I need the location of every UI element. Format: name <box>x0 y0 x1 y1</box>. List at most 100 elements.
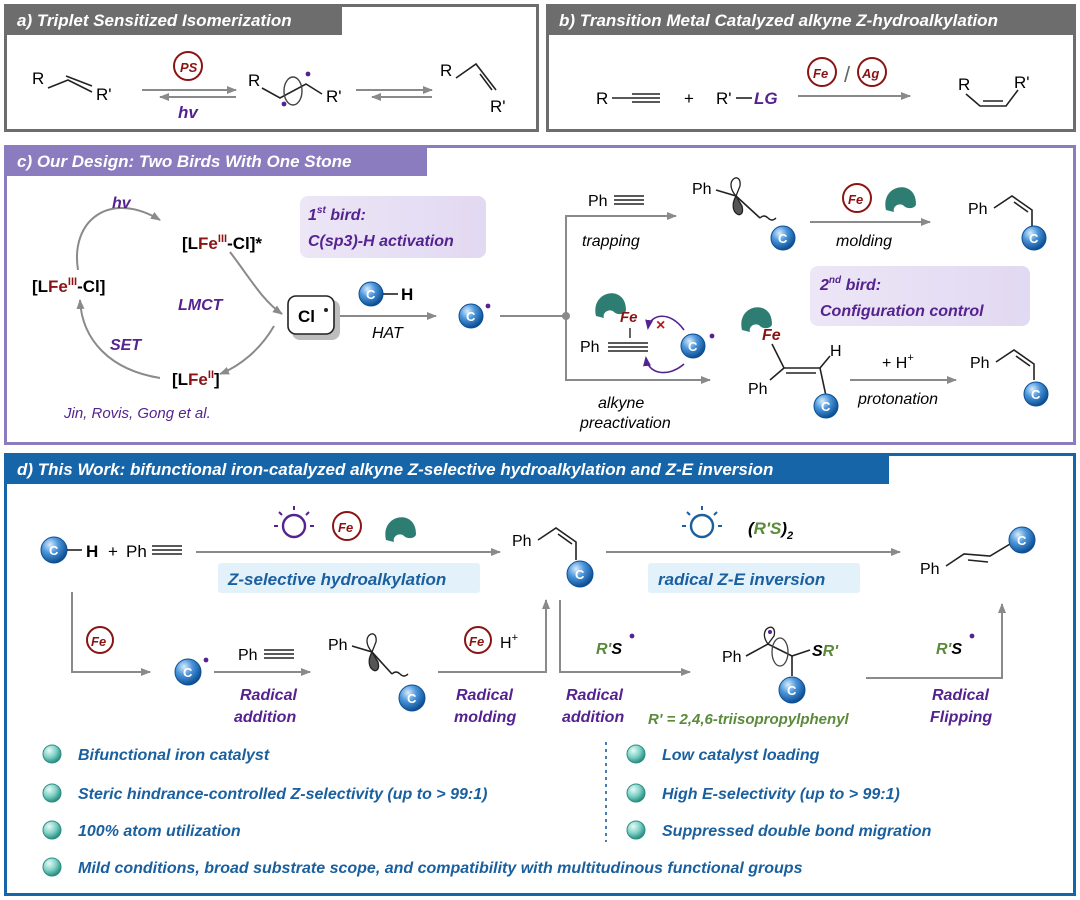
z-product-bond <box>537 527 577 560</box>
radical-flipping-label-2: Flipping <box>930 709 992 726</box>
panel-a-scheme: R R' PS hv R R' R R' <box>32 51 506 122</box>
panel-b-header: b) Transition Metal Catalyzed alkyne Z-h… <box>549 7 1073 35</box>
ball-c-label: C <box>1029 231 1039 246</box>
e-product-double <box>967 559 989 563</box>
panel-c-scheme: hv [LFeIII-Cl]* [LFeIII-Cl] LMCT SET [LF… <box>32 177 1049 432</box>
radical-dot <box>768 630 772 634</box>
preactivation-arrow <box>565 316 711 384</box>
ph-label: Ph <box>748 381 768 398</box>
z-product-double <box>1015 355 1031 367</box>
p-orbital-bottom <box>732 194 744 216</box>
radical-dot <box>485 303 491 309</box>
ball-c-label: C <box>1017 533 1027 548</box>
h-label: H <box>830 343 842 360</box>
svg-text:Fe: Fe <box>338 520 353 535</box>
lg-label: LG <box>754 89 778 108</box>
ligand-icon: L <box>385 517 416 547</box>
ligand-icon <box>595 293 626 318</box>
bullet-icon <box>626 744 646 764</box>
fe-label: Fe <box>620 309 638 326</box>
bird2-subtitle: Configuration control <box>820 303 984 320</box>
fe2-species: [LFeII] <box>172 369 220 389</box>
alkyl-group-ball <box>566 560 594 588</box>
radical-molding-label-1: Radical <box>456 687 513 704</box>
alkyl-group-ball <box>1023 381 1049 407</box>
rp-label-2: R' <box>326 87 342 106</box>
radical-dot <box>281 101 287 107</box>
rotation-icon <box>771 637 789 667</box>
ph-label: Ph <box>722 649 742 666</box>
bird2-box <box>810 266 1030 326</box>
fe-cycle-icon: Fe <box>842 183 872 213</box>
ligand-icon <box>741 307 772 332</box>
alkyl-radical-ball <box>680 333 706 359</box>
radical-addition-label-1: Radical <box>240 687 297 704</box>
thioether-bond <box>745 643 811 657</box>
vinyl-iron-bond <box>771 343 827 397</box>
panel-c: c) Our Design: Two Birds With One Stone <box>4 145 1076 445</box>
ph-label: Ph <box>580 339 600 356</box>
ph-label: Ph <box>968 201 988 218</box>
alkyl-group-ball <box>398 684 426 712</box>
panel-a-header: a) Triplet Sensitized Isomerization <box>7 7 342 35</box>
z-alkene-double <box>479 73 493 91</box>
p-orbital-top <box>730 177 741 198</box>
hv-label: hv <box>178 103 199 122</box>
ph-label: Ph <box>238 647 258 664</box>
ph-label: Ph <box>126 542 147 561</box>
ligand-icon: L <box>885 187 916 217</box>
z-product-double <box>557 533 573 545</box>
radical-dot <box>203 657 209 663</box>
wavy-bond <box>759 215 777 221</box>
molding-label: molding <box>836 233 892 250</box>
fe-cycle-icon: Fe <box>86 626 114 654</box>
fe-cycle-icon: Fe <box>332 511 362 541</box>
feature-item: 100% atom utilization <box>78 823 241 840</box>
molding-arrow <box>438 599 550 673</box>
e-product-bond <box>945 543 1011 567</box>
trapping-label: trapping <box>582 233 640 250</box>
ph-label: Ph <box>920 561 940 578</box>
thiyl-addition-arrow <box>559 600 691 676</box>
flipping-arrow <box>866 603 1006 679</box>
radical-dot <box>305 71 311 77</box>
rotation-icon <box>283 76 303 106</box>
ball-c-label: C <box>787 683 797 698</box>
panel-d-scheme: C H + Ph Fe L Z-selective hydroalkylatio… <box>40 506 1036 842</box>
ph-label: Ph <box>328 637 348 654</box>
alkyl-radical-ball <box>458 303 484 329</box>
ps-label: PS <box>180 60 198 75</box>
radical-dot <box>324 308 328 312</box>
protonation-label: protonation <box>857 391 938 408</box>
alkene-double-bond <box>65 75 93 87</box>
fe-cycle-icon: Fe <box>464 626 492 654</box>
ball-c-label: C <box>575 567 585 582</box>
disulfide-label: (R'S)2 <box>748 519 793 542</box>
ch-h-label: H <box>401 285 413 304</box>
ag-cycle-icon: Ag <box>857 57 887 87</box>
product-r-label: R <box>958 75 970 94</box>
rp-label: R' <box>96 85 112 104</box>
bullet-icon <box>626 783 646 803</box>
ball-c-label: C <box>1031 387 1041 402</box>
r-label-3: R <box>440 61 452 80</box>
feature-item: Steric hindrance-controlled Z-selectivit… <box>78 786 487 803</box>
svg-text:L: L <box>896 203 903 217</box>
h-label: H <box>86 542 98 561</box>
blocked-mark-icon: × <box>656 317 665 334</box>
product-rp-label: R' <box>1014 73 1030 92</box>
feature-list: Bifunctional iron catalyst Steric hindra… <box>42 744 932 877</box>
wavy-bond <box>391 671 409 677</box>
ph-label: Ph <box>970 355 990 372</box>
z-label-box <box>218 563 480 593</box>
ball-c-label: C <box>407 691 417 706</box>
svg-text:Fe: Fe <box>91 634 106 649</box>
radical-flipping-label-1: Radical <box>932 687 989 704</box>
biradical-bond <box>261 83 323 99</box>
cycle-arc-to-fe2 <box>219 325 275 375</box>
panel-c-header: c) Our Design: Two Birds With One Stone <box>7 148 427 176</box>
cl-radical-box <box>287 295 335 335</box>
svg-text:Fe: Fe <box>469 634 484 649</box>
mech-arrow-down <box>71 592 151 676</box>
